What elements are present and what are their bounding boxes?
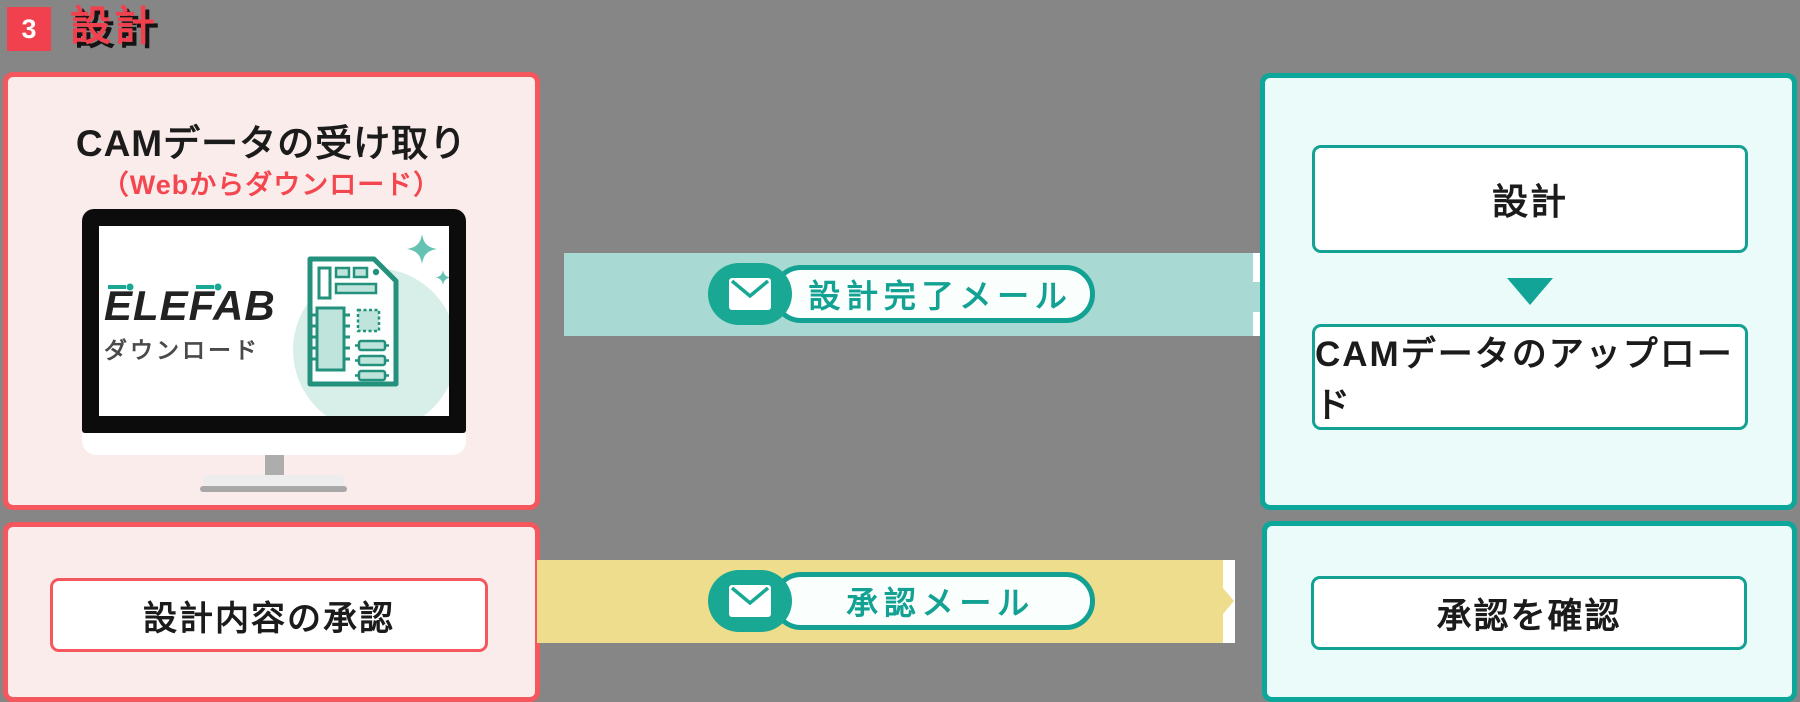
step-title: 設計 [70,3,158,49]
receive-cam-data-panel: CAMデータの受け取り （Webからダウンロード） [3,72,540,510]
design-complete-mail-pill: 設計完了メール [708,263,1095,325]
upload-step-label: CAMデータのアップロード [1315,335,1734,425]
monitor-frame: ELEFAB ダウンロード [82,209,466,433]
pcb-document-icon [307,256,399,387]
mail-icon [729,278,771,310]
elefab-logo-subtitle: ダウンロード [104,337,260,363]
arrow-down-icon [1507,278,1553,305]
monitor-chin [82,433,466,455]
upload-step-box: CAMデータのアップロード [1312,324,1748,430]
monitor-stand-neck [265,455,284,477]
confirm-approval-label: 承認を確認 [1436,596,1622,636]
approval-mail-label: 承認メール [846,585,1035,621]
approve-design-box: 設計内容の承認 [50,578,488,652]
receive-panel-title: CAMデータの受け取り [75,123,468,164]
approval-mail-cap [708,570,792,632]
elefab-logo: ELEFAB [104,282,276,329]
design-complete-mail-body: 設計完了メール [772,265,1095,323]
arrow-right-icon [1223,588,1234,614]
monitor-screen: ELEFAB ダウンロード [99,226,449,416]
receive-panel-subtitle: （Webからダウンロード） [101,170,442,200]
design-upload-panel: 設計 CAMデータのアップロード [1260,73,1797,510]
confirm-approval-box: 承認を確認 [1311,576,1747,650]
approve-design-panel: 設計内容の承認 [3,522,540,702]
confirm-approval-panel: 承認を確認 [1262,521,1797,702]
logo-circuit-accent-icon [108,283,222,291]
elefab-logo-block: ELEFAB ダウンロード [104,282,294,365]
step-number-badge: 3 [7,7,51,51]
approval-mail-body: 承認メール [772,572,1095,630]
monitor-stand-base-edge [200,486,347,492]
design-step-label: 設計 [1491,181,1568,222]
design-band-end-arrow [1253,282,1260,312]
approve-design-label: 設計内容の承認 [143,599,395,638]
monitor-stand-base [203,475,344,488]
sparkle-icon [407,234,449,285]
design-complete-mail-label: 設計完了メール [808,278,1073,314]
approval-mail-pill: 承認メール [708,570,1095,632]
design-complete-mail-cap [708,263,792,325]
mail-icon [729,585,771,617]
design-step-box: 設計 [1312,145,1748,253]
